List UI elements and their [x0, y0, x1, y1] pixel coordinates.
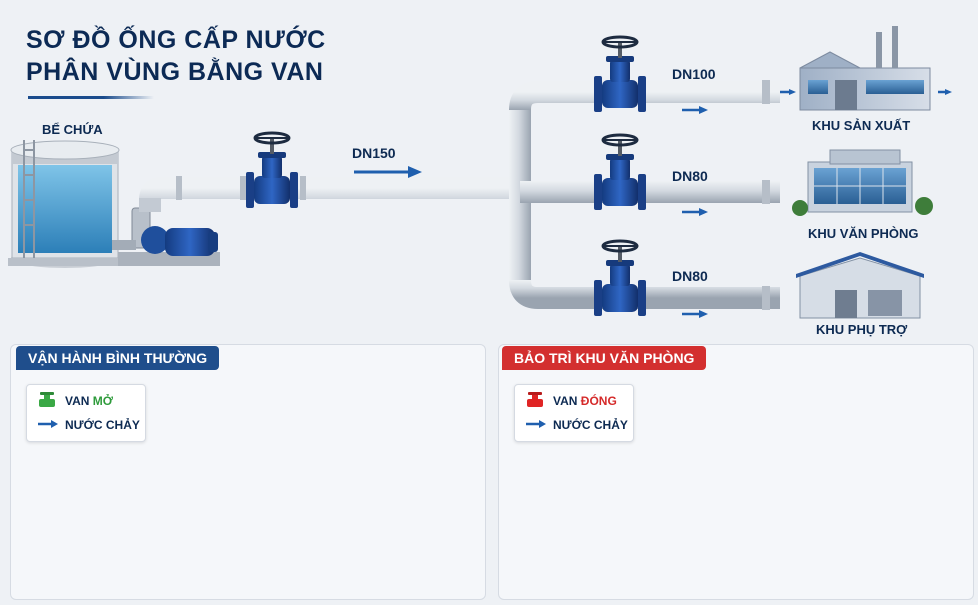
tank-label: BỂ CHỨA	[42, 122, 103, 137]
legend-flow: NƯỚC CHẢY	[37, 415, 140, 435]
maintenance-title: BẢO TRÌ KHU VĂN PHÒNG	[502, 346, 707, 370]
main-pipe-label: DN150	[352, 145, 396, 161]
legend-flow-label-2: NƯỚC CHẢY	[553, 418, 628, 432]
title-underline	[28, 96, 154, 99]
normal-legend: VAN MỞ NƯỚC CHẢY	[26, 384, 146, 442]
flow-arrow-main	[354, 166, 422, 178]
page-title: SƠ ĐỒ ỐNG CẤP NƯỚC PHÂN VÙNG BẰNG VAN	[26, 24, 326, 88]
legend-valve-state: MỞ	[92, 394, 114, 408]
legend-flow-label: NƯỚC CHẢY	[65, 418, 140, 432]
branch-3-pipe-label: DN80	[672, 268, 708, 284]
factory-building-icon	[799, 26, 931, 111]
title-line-2: PHÂN VÙNG BẰNG VAN	[26, 58, 324, 86]
normal-operation-title: VẬN HÀNH BÌNH THƯỜNG	[16, 346, 220, 370]
red-valve-icon	[525, 391, 547, 412]
title-line-1: SƠ ĐỒ ỐNG CẤP NƯỚC	[26, 26, 326, 54]
zone-office-label: KHU VĂN PHÒNG	[808, 226, 919, 241]
legend-valve-open: VAN MỞ	[37, 391, 113, 411]
normal-operation-panel	[10, 344, 486, 600]
legend-valve-prefix: VAN	[65, 394, 90, 408]
blue-arrow-icon	[37, 418, 59, 433]
branch-1-pipe-label: DN100	[672, 66, 716, 82]
valve-office-icon[interactable]	[592, 133, 648, 212]
blue-arrow-icon-2	[525, 418, 547, 433]
legend-valve-state-2: ĐÓNG	[580, 394, 617, 408]
valve-production-icon[interactable]	[592, 35, 648, 114]
legend-valve-closed: VAN ĐÓNG	[525, 391, 617, 411]
flow-arrow-branch	[682, 89, 952, 318]
main-pipe	[139, 176, 520, 212]
storage-tank-icon	[8, 140, 124, 268]
branch-pipes	[509, 80, 780, 310]
legend-valve-prefix-2: VAN	[553, 394, 578, 408]
maintenance-legend: VAN ĐÓNG NƯỚC CHẢY	[514, 384, 634, 442]
legend-flow-2: NƯỚC CHẢY	[525, 415, 628, 435]
green-valve-icon	[37, 391, 59, 412]
main-valve-icon[interactable]	[244, 131, 300, 210]
maintenance-panel	[498, 344, 974, 600]
valve-auxiliary-icon[interactable]	[592, 239, 648, 318]
warehouse-building-icon	[796, 252, 924, 319]
zone-auxiliary-label: KHU PHỤ TRỢ	[816, 322, 908, 337]
pump-icon	[112, 207, 220, 266]
office-building-icon	[792, 149, 933, 216]
zone-production-label: KHU SẢN XUẤT	[812, 118, 911, 133]
branch-2-pipe-label: DN80	[672, 168, 708, 184]
